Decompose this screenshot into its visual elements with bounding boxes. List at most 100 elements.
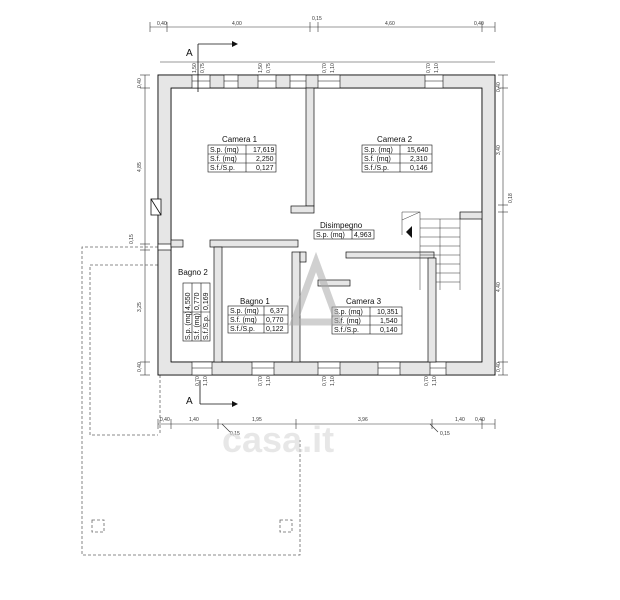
camera-2-label-ratio: S.f./S.p. xyxy=(364,165,389,172)
dim-window-bottom-2b: 1,10 xyxy=(266,376,272,386)
dim-bottom-step-2: 0,15 xyxy=(440,431,450,437)
dim-window-bottom-4a: 0,70 xyxy=(424,376,430,386)
camera-1-label-sf: S.f. (mq) xyxy=(210,156,237,163)
dim-left-3: 0,15 xyxy=(129,234,135,244)
dim-right-4: 4,40 xyxy=(496,282,502,292)
camera-3-value-ratio: 0,140 xyxy=(380,327,398,334)
camera-2-label-sp: S.p. (mq) xyxy=(364,147,393,154)
dim-left-4: 3,25 xyxy=(137,302,143,312)
dim-bottom-3: 1,95 xyxy=(252,417,262,423)
bagno-2-label-sf: S.f. (mq) xyxy=(194,313,201,340)
bottom-dimension-chain xyxy=(157,419,496,433)
disimpegno-label-sp: S.p. (mq) xyxy=(316,232,345,239)
dim-window-top-2b: 0,75 xyxy=(266,63,272,73)
camera-1-value-sp: 17,619 xyxy=(253,147,275,154)
dim-left-1: 0,40 xyxy=(137,78,143,88)
room-name-camera-3: Camera 3 xyxy=(346,297,382,306)
dim-window-bottom-3a: 0,70 xyxy=(322,376,328,386)
dim-window-top-2a: 1,50 xyxy=(258,63,264,73)
room-table-bagno-1 xyxy=(227,305,289,334)
room-table-bagno-2 xyxy=(182,282,211,342)
bottom-windows xyxy=(191,361,447,376)
watermark-text: casa.it xyxy=(222,419,334,460)
room-name-bagno-1: Bagno 1 xyxy=(240,297,270,306)
room-table-disimpegno xyxy=(313,229,375,240)
bagno-2-label-sp: S.p. (mq) xyxy=(185,311,192,340)
dim-right-5: 0,40 xyxy=(496,362,502,372)
dim-window-top-4b: 1,10 xyxy=(434,63,440,73)
right-dimension-chain xyxy=(498,74,508,376)
dim-window-bottom-2a: 0,70 xyxy=(258,376,264,386)
bagno-2-value-ratio: 0,169 xyxy=(203,292,210,310)
top-window-dims: 1,50 0,75 1,50 0,75 0,70 1,10 0,70 1,10 xyxy=(192,63,440,73)
dim-bottom-step-1: 0,15 xyxy=(230,431,240,437)
top-windows xyxy=(191,74,444,89)
dim-top-4: 4,60 xyxy=(385,21,395,27)
camera-3-label-sp: S.p. (mq) xyxy=(334,309,363,316)
camera-2-value-ratio: 0,146 xyxy=(410,165,428,172)
dim-top-1: 0,40 xyxy=(157,21,167,27)
room-name-bagno-2: Bagno 2 xyxy=(178,268,208,277)
bagno-1-value-sp: 6,37 xyxy=(270,308,284,315)
external-terrace-outline xyxy=(81,246,301,556)
camera-1-label-ratio: S.f./S.p. xyxy=(210,165,235,172)
camera-1-value-sf: 2,250 xyxy=(256,156,274,163)
section-line-a xyxy=(197,43,232,405)
dim-right-2: 3,40 xyxy=(496,145,502,155)
dim-window-bottom-3b: 1,10 xyxy=(330,376,336,386)
dim-right-3: 0,18 xyxy=(508,193,514,203)
dim-bottom-2: 1,40 xyxy=(189,417,199,423)
bagno-1-label-sp: S.p. (mq) xyxy=(230,308,259,315)
bagno-2-label-ratio: S.f./S.p. xyxy=(203,315,210,340)
bagno-1-label-ratio: S.f./S.p. xyxy=(230,326,255,333)
dim-window-top-4a: 0,70 xyxy=(426,63,432,73)
top-dimension-chain xyxy=(149,22,496,63)
left-wall-door xyxy=(157,243,172,251)
camera-3-value-sp: 10,351 xyxy=(377,309,399,316)
staircase xyxy=(401,211,461,290)
camera-3-label-sf: S.f. (mq) xyxy=(334,318,361,325)
room-name-disimpegno: Disimpegno xyxy=(320,221,363,230)
room-name-camera-1: Camera 1 xyxy=(222,135,258,144)
dim-top-2: 4,00 xyxy=(232,21,242,27)
dim-window-top-1b: 0,75 xyxy=(200,63,206,73)
flue-icon xyxy=(150,198,162,216)
room-table-camera-2 xyxy=(361,144,433,173)
dim-window-top-1a: 1,50 xyxy=(192,63,198,73)
stair-arrow-icon xyxy=(406,226,412,238)
dim-bottom-4: 3,96 xyxy=(358,417,368,423)
section-arrow-bottom-icon xyxy=(232,401,238,407)
camera-1-label-sp: S.p. (mq) xyxy=(210,147,239,154)
dim-window-bottom-1a: 0,70 xyxy=(195,376,201,386)
dim-window-bottom-4b: 1,10 xyxy=(432,376,438,386)
camera-2-value-sp: 15,640 xyxy=(407,147,429,154)
camera-1-value-ratio: 0,127 xyxy=(256,165,274,172)
camera-2-value-sf: 2,310 xyxy=(410,156,428,163)
left-dimension-chain xyxy=(140,74,150,376)
casa-it-logo-icon xyxy=(288,251,344,326)
bottom-window-dims: 0,70 1,10 0,70 1,10 0,70 1,10 0,70 1,10 xyxy=(195,376,438,386)
section-label-bottom: A xyxy=(186,396,193,407)
dim-bottom-5: 1,40 xyxy=(455,417,465,423)
dim-top-5: 0,40 xyxy=(474,21,484,27)
dim-window-bottom-1b: 1,10 xyxy=(203,376,209,386)
dim-window-top-3b: 1,10 xyxy=(330,63,336,73)
bagno-1-value-ratio: 0,122 xyxy=(266,326,284,333)
bagno-1-label-sf: S.f. (mq) xyxy=(230,317,257,324)
dim-left-2: 4,85 xyxy=(137,162,143,172)
bagno-1-value-sf: 0,770 xyxy=(266,317,284,324)
camera-2-label-sf: S.f. (mq) xyxy=(364,156,391,163)
dim-bottom-1: 0,40 xyxy=(160,417,170,423)
disimpegno-value-sp: 4,963 xyxy=(354,232,372,239)
dim-window-top-3a: 0,70 xyxy=(322,63,328,73)
room-name-camera-2: Camera 2 xyxy=(377,135,413,144)
dim-bottom-6: 0,40 xyxy=(475,417,485,423)
section-label-top: A xyxy=(186,48,193,59)
camera-3-value-sf: 1,540 xyxy=(380,318,398,325)
bagno-2-value-sf: 0,770 xyxy=(194,292,201,310)
dim-top-3: 0,15 xyxy=(312,16,322,22)
dim-right-1: 0,40 xyxy=(496,82,502,92)
dim-left-5: 0,40 xyxy=(137,362,143,372)
section-arrow-top-icon xyxy=(232,41,238,47)
